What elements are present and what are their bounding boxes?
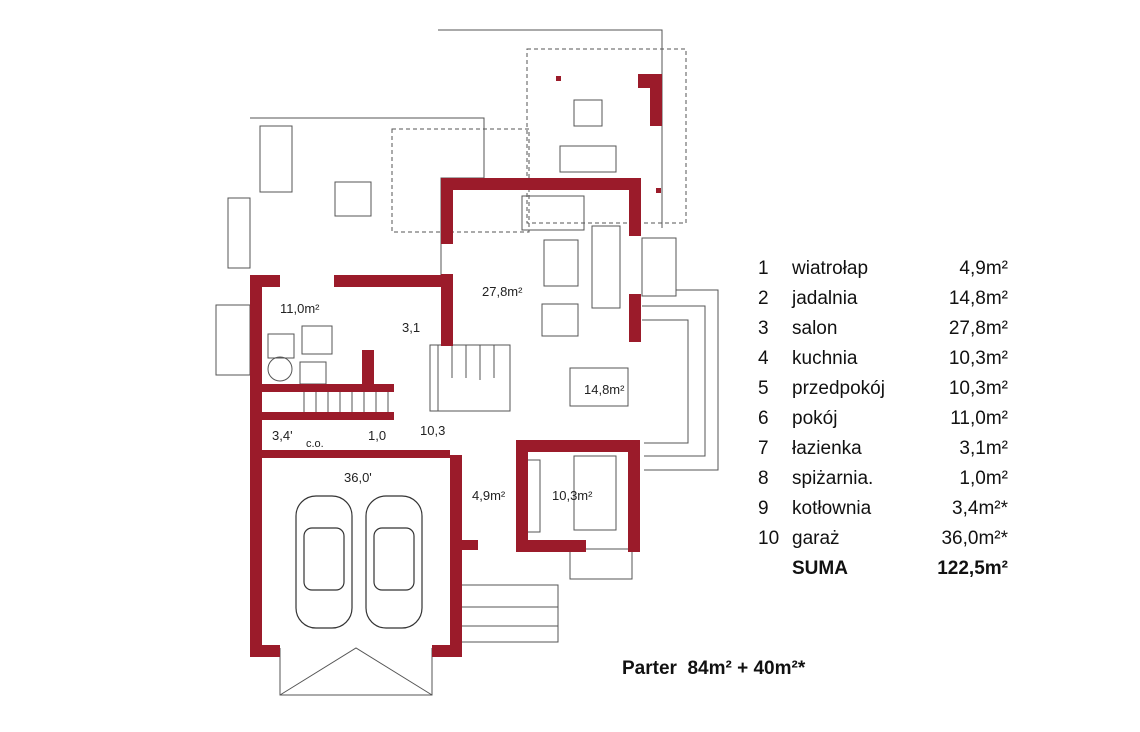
walls: [250, 74, 662, 657]
co-label: c.o.: [306, 438, 324, 450]
legend-room-area: 1,0m²: [959, 468, 1008, 489]
legend-room-area: 36,0m²*: [941, 528, 1008, 549]
legend-number: 3: [758, 318, 769, 339]
legend-row-kotlownia: 9 kotłownia 3,4m²*: [758, 494, 1018, 524]
car-left: [295, 495, 353, 629]
legend-room-area: 4,9m²: [959, 258, 1008, 279]
legend-row-wiatrolap: 1 wiatrołap 4,9m²: [758, 254, 1018, 284]
legend-number: 7: [758, 438, 769, 459]
legend-total-label: SUMA: [792, 558, 848, 579]
legend-room-name: kotłownia: [792, 498, 872, 519]
legend-room-name: przedpokój: [792, 378, 885, 399]
pokoj-area-label: 11,0m²: [280, 301, 320, 316]
legend-row-total: SUMA 122,5m²: [758, 554, 1018, 584]
coffee-table: [543, 239, 579, 287]
room-round-table: [267, 356, 293, 382]
legend-number: 8: [758, 468, 769, 489]
kuchnia-area-label: 10,3m²: [552, 488, 593, 503]
legend-room-area: 10,3m²: [948, 378, 1008, 399]
room-desk: [301, 325, 333, 355]
legend-room-name: wiatrołap: [792, 258, 869, 279]
legend-number: 2: [758, 288, 769, 309]
side-stairs-west: [215, 304, 251, 376]
legend-row-lazienka: 7 łazienka 3,1m²: [758, 434, 1018, 464]
legend-room-area: 3,1m²: [959, 438, 1008, 459]
legend-number: 10: [758, 528, 780, 549]
entry-stairs-east: [569, 548, 633, 580]
entrance-steps: [462, 584, 559, 643]
room-chair: [267, 333, 295, 359]
salon-area-label: 27,8m²: [482, 284, 523, 299]
legend-room-area: 14,8m²: [948, 288, 1008, 309]
legend-room-name: kuchnia: [792, 348, 858, 369]
wiatrolap-area-label: 4,9m²: [472, 488, 506, 503]
legend-row-pokoj: 6 pokój 11,0m²: [758, 404, 1018, 434]
legend-number: 6: [758, 408, 769, 429]
legend-total-area: 122,5m²: [937, 558, 1008, 579]
pergola-outline-right: [526, 48, 687, 224]
spizarnia-area-label: 1,0: [368, 428, 386, 443]
legend-number: 4: [758, 348, 769, 369]
lazienka-area-label: 3,1: [402, 320, 420, 335]
legend-row-garaz: 10 garaż 36,0m²*: [758, 524, 1018, 554]
jadalnia-area-label: 14,8m²: [584, 382, 625, 397]
room-area-legend: 1 wiatrołap 4,9m² 2 jadalnia 14,8m² 3 sa…: [758, 254, 1018, 584]
legend-row-jadalnia: 2 jadalnia 14,8m²: [758, 284, 1018, 314]
legend-room-name: jadalnia: [792, 288, 858, 309]
legend-room-area: 11,0m²: [950, 408, 1008, 429]
legend-room-name: pokój: [792, 408, 838, 429]
planter: [259, 125, 293, 193]
room-armchair: [299, 361, 327, 385]
armchair: [541, 303, 579, 337]
legend-room-area: 10,3m²: [948, 348, 1008, 369]
legend-room-name: garaż: [792, 528, 840, 549]
entrance-step-lines: [462, 606, 558, 627]
pergola-outline-left: [391, 128, 530, 233]
dining-chairs-top: [521, 195, 585, 231]
side-stairs-east: [641, 237, 677, 297]
legend-row-salon: 3 salon 27,8m²: [758, 314, 1018, 344]
east-platform-outer: [644, 289, 719, 471]
legend-number: 5: [758, 378, 769, 399]
legend-number: 1: [758, 258, 769, 279]
legend-row-kuchnia: 4 kuchnia 10,3m²: [758, 344, 1018, 374]
side-step: [227, 197, 251, 269]
legend-room-name: łazienka: [792, 438, 862, 459]
kotlownia-area-label: 3,4': [272, 428, 293, 443]
dining-table: [569, 367, 629, 407]
garage-ramp: [279, 647, 433, 696]
main-stairs: [429, 344, 511, 412]
przedpokoj-area-label: 10,3: [420, 423, 445, 438]
legend-row-spizarnia: 8 spiżarnia. 1,0m²: [758, 464, 1018, 494]
legend-room-area: 27,8m²: [948, 318, 1008, 339]
car-right: [365, 495, 423, 629]
east-platform-inner: [642, 305, 706, 457]
sofa: [591, 225, 621, 309]
legend-room-area: 3,4m²*: [952, 498, 1008, 519]
legend-number: 9: [758, 498, 769, 519]
legend-room-name: salon: [792, 318, 838, 339]
legend-room-name: spiżarnia.: [792, 468, 874, 489]
terrace-table: [334, 181, 372, 217]
rear-terrace-outline: [438, 29, 663, 228]
cars: [295, 495, 423, 629]
floor-summary: Parter 84m² + 40m²*: [622, 658, 806, 679]
outdoor-sofa: [559, 145, 617, 173]
kitchen-counter: [573, 455, 617, 531]
east-platform-inner2: [642, 319, 689, 444]
legend-row-przedpokoj: 5 przedpokój 10,3m²: [758, 374, 1018, 404]
outdoor-table: [573, 99, 603, 127]
garaz-area-label: 36,0': [344, 470, 372, 485]
